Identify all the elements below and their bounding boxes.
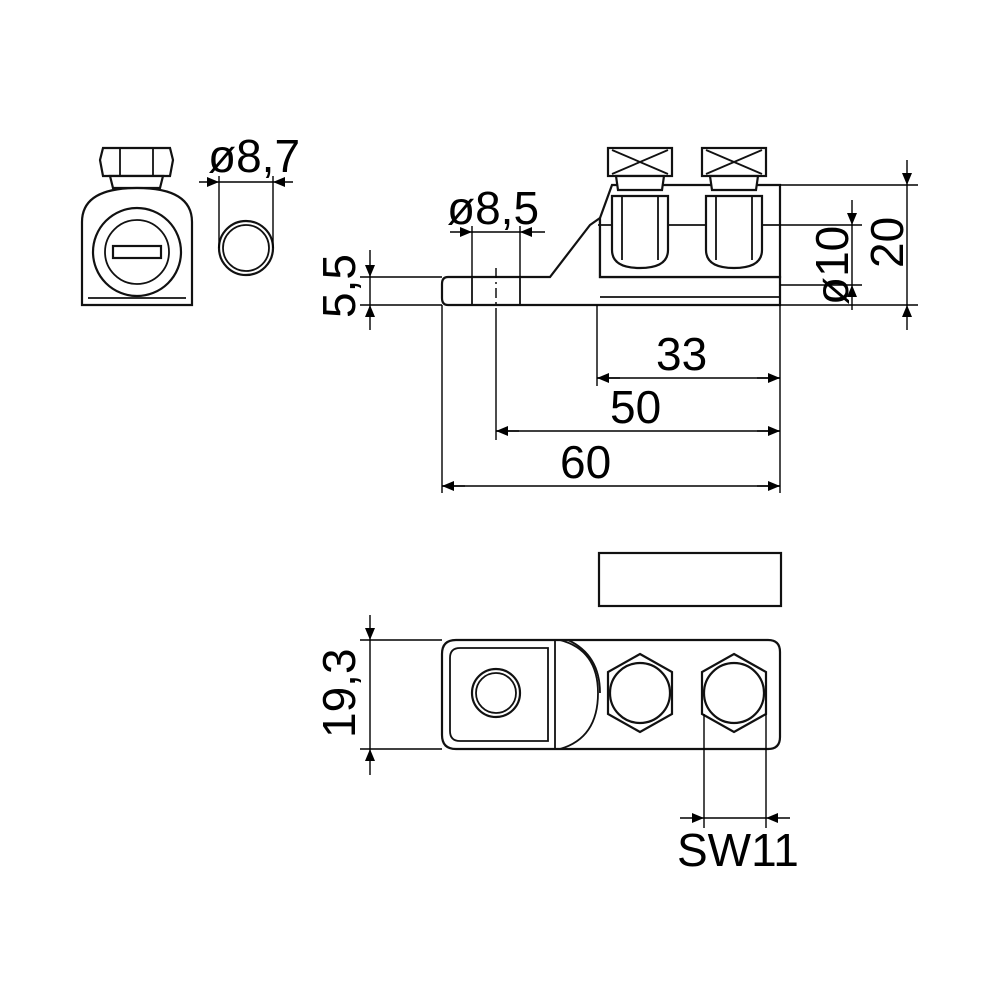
dim-dia-8-7-label: ø8,7 [208, 130, 300, 182]
end-view [80, 146, 194, 307]
dim-dia-10: ø10 [780, 200, 862, 310]
dim-thickness: 5,5 [313, 250, 442, 330]
conductor-section: ø8,7 [199, 130, 300, 277]
dim-thickness-label: 5,5 [313, 254, 365, 318]
dim-dia-10-label: ø10 [806, 226, 858, 305]
screw-head-left [606, 652, 674, 734]
dim-dia-8-5-label: ø8,5 [447, 182, 539, 234]
dim-dia-8-5: ø8,5 [447, 182, 545, 277]
dim-60-label: 60 [560, 436, 611, 488]
dim-width-label: 19,3 [313, 648, 365, 738]
dim-width: 19,3 [313, 615, 442, 775]
dim-lengths: 33 50 60 [441, 305, 781, 493]
dim-50-label: 50 [610, 381, 661, 433]
dim-height-label: 20 [861, 217, 913, 268]
screw-right [700, 146, 768, 270]
dim-sw11: SW11 [677, 714, 799, 876]
screw-head-right [700, 652, 768, 734]
dim-33-label: 33 [656, 328, 707, 380]
dim-sw11-label: SW11 [677, 824, 799, 876]
spacer-block [597, 551, 783, 608]
top-view [440, 638, 782, 751]
side-view [440, 146, 782, 318]
screw-left [606, 146, 674, 270]
dim-height: 20 [780, 160, 918, 330]
